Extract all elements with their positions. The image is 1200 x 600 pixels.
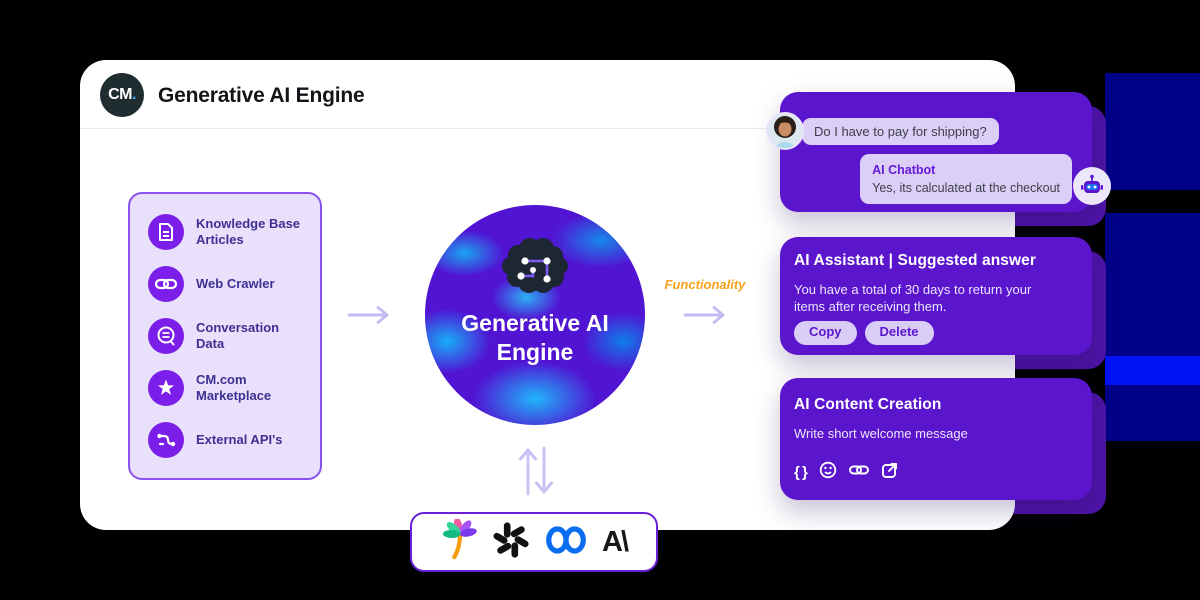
source-label: Web Crawler: [196, 276, 275, 292]
content-card: AI Content Creation Write short welcome …: [780, 378, 1092, 500]
conversation-icon: [148, 318, 184, 354]
page-title: Generative AI Engine: [158, 84, 365, 107]
customer-message-bubble: Do I have to pay for shipping?: [802, 118, 999, 145]
delete-button[interactable]: Delete: [864, 321, 934, 345]
navy-backdrop-bottom: [1105, 385, 1200, 441]
palm-logo: [441, 517, 479, 566]
braces-icon[interactable]: { }: [794, 463, 808, 481]
source-item-external-apis: External API's: [148, 422, 310, 458]
bot-answer: Yes, its calculated at the checkout: [872, 181, 1060, 196]
ai-chatbot-icon: [1073, 167, 1111, 205]
content-card-title: AI Content Creation: [794, 396, 942, 413]
source-item-knowledge-base: Knowledge Base Articles: [148, 214, 310, 250]
api-icon: [148, 422, 184, 458]
assistant-card-title: AI Assistant | Suggested answer: [794, 252, 1037, 269]
image-icon[interactable]: [881, 460, 900, 484]
navy-backdrop-middle: [1105, 213, 1200, 356]
link-icon: [148, 266, 184, 302]
engine-label-line2: Engine: [496, 338, 574, 365]
source-label: Knowledge Base Articles: [196, 216, 301, 247]
engine-label-line1: Generative AI: [461, 310, 609, 336]
generative-ai-engine-circle: Generative AI Engine: [425, 205, 645, 425]
customer-avatar: [766, 112, 804, 150]
anthropic-logo: A\: [602, 525, 629, 558]
functionality-label: Functionality: [664, 277, 746, 292]
cm-logo-text: CM: [108, 86, 132, 103]
source-item-conversation-data: Conversation Data: [148, 318, 310, 354]
source-label: External API's: [196, 432, 283, 448]
header-divider: [80, 128, 1015, 129]
sources-panel: Knowledge Base Articles Web Crawler Conv…: [128, 192, 322, 480]
assistant-card-actions: Copy Delete: [794, 321, 934, 345]
source-label: Conversation Data: [196, 320, 280, 351]
smiley-icon[interactable]: [819, 461, 837, 484]
copy-button[interactable]: Copy: [794, 321, 857, 345]
star-icon: [148, 370, 184, 406]
arrow-right-icon: [347, 306, 389, 324]
meta-logo: [543, 525, 589, 560]
link-icon[interactable]: [848, 463, 869, 482]
source-label: CM.com Marketplace: [196, 372, 272, 403]
cm-logo: CM.: [100, 73, 144, 117]
chat-card: Do I have to pay for shipping? AI Chatbo…: [780, 92, 1092, 212]
arrows-up-down-icon: [519, 446, 553, 496]
providers-box: A\: [410, 512, 658, 572]
openai-logo: [492, 521, 530, 564]
navy-backdrop-top: [1105, 73, 1200, 190]
cm-logo-dot: .: [131, 86, 136, 103]
engine-label: Generative AI Engine: [425, 309, 645, 367]
document-icon: [148, 214, 184, 250]
bot-name: AI Chatbot: [872, 163, 936, 177]
content-card-toolbar: { }: [794, 460, 900, 484]
source-item-web-crawler: Web Crawler: [148, 266, 310, 302]
bot-message-bubble: AI Chatbot Yes, its calculated at the ch…: [860, 154, 1072, 205]
assistant-card: AI Assistant | Suggested answer You have…: [780, 237, 1092, 355]
brain-circuit-icon: [496, 235, 574, 306]
blue-accent-strip: [1105, 356, 1200, 385]
source-item-marketplace: CM.com Marketplace: [148, 370, 310, 406]
content-card-body: Write short welcome message: [794, 426, 968, 441]
arrow-right-icon: [683, 306, 725, 324]
assistant-card-body: You have a total of 30 days to return yo…: [794, 282, 1032, 315]
